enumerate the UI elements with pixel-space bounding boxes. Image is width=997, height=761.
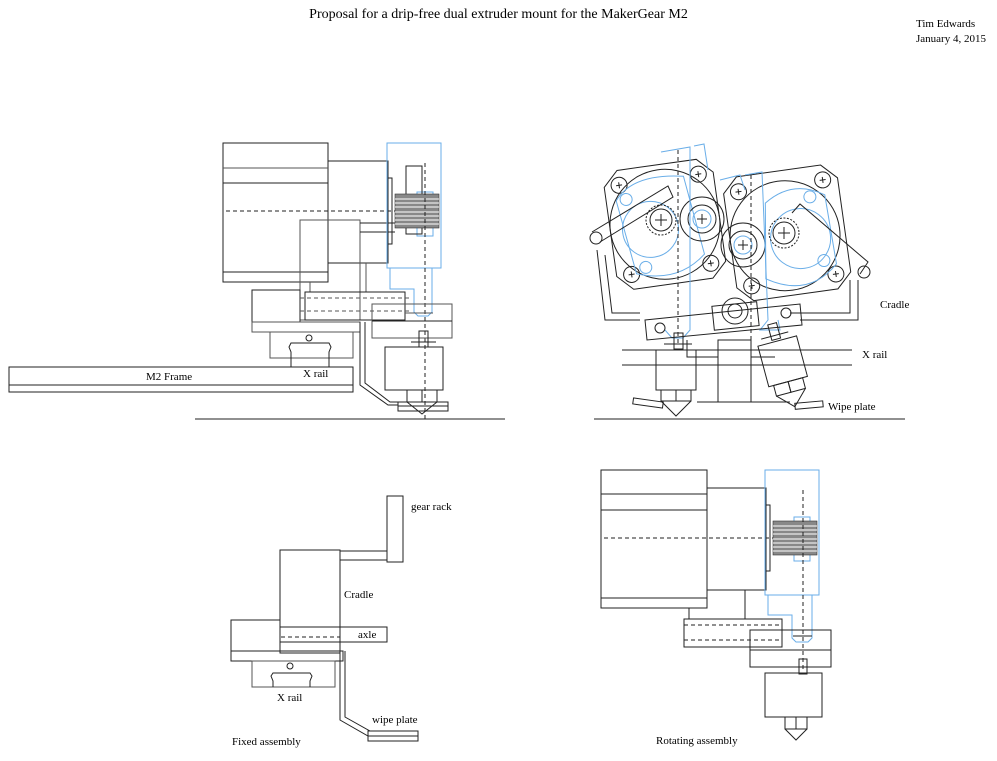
side-rail-label: X rail — [303, 368, 328, 380]
gear-rack — [386, 495, 404, 563]
front-left-pivot — [589, 231, 603, 245]
front-carriage-post — [717, 357, 752, 403]
front-left-idler — [679, 196, 725, 242]
rotating-assembly-caption: Rotating assembly — [656, 735, 738, 747]
author-block: Tim Edwards January 4, 2015 — [916, 17, 986, 47]
m2-frame: M2 Frame X rail — [8, 366, 354, 393]
front-wipe-label: Wipe plate — [828, 401, 876, 413]
gear-rack-label: gear rack — [411, 501, 452, 513]
drawing-title: Proposal for a drip-free dual extruder m… — [309, 7, 688, 22]
front-left-hotend — [632, 332, 697, 417]
side-hotend — [384, 330, 444, 415]
side-extruder-body — [299, 160, 395, 321]
side-blue-bracket — [386, 142, 442, 317]
rot-motor — [600, 469, 790, 609]
front-carriage — [686, 339, 775, 358]
fixed-wipe-plate — [367, 730, 419, 742]
side-rail-carriage — [269, 331, 354, 367]
front-left-arm — [591, 185, 674, 243]
fixed-assembly: gear rack Cradle axle X rail wipe plate … — [230, 495, 452, 748]
fixed-axle — [279, 626, 388, 643]
fixed-assembly-caption: Fixed assembly — [232, 736, 301, 748]
rotating-assembly: Rotating assembly — [600, 469, 832, 747]
fixed-cradle — [279, 549, 341, 654]
front-right-idler — [720, 222, 766, 268]
front-right-arm — [791, 203, 869, 275]
rot-drive-gear — [765, 490, 818, 672]
fixed-rail-label: X rail — [277, 692, 302, 704]
author-name: Tim Edwards — [916, 18, 976, 30]
front-right-wipe — [794, 400, 824, 410]
front-left-extruder — [603, 158, 727, 290]
front-right-pivot — [857, 265, 871, 279]
front-tilt-bar — [644, 297, 803, 341]
side-wipe-arm — [359, 322, 449, 412]
front-right-extruder — [723, 164, 852, 302]
rot-hotend — [764, 658, 823, 741]
front-rail-label: X rail — [862, 349, 887, 361]
rot-blue-bracket — [764, 469, 820, 643]
side-view: M2 Frame X rail — [8, 142, 505, 420]
front-blue-guides — [660, 143, 781, 345]
front-left-gear — [645, 204, 677, 236]
frame-label: M2 Frame — [146, 371, 192, 383]
side-motor — [222, 142, 410, 283]
drawing-date: January 4, 2015 — [916, 33, 986, 45]
rot-axle — [683, 618, 783, 648]
fixed-rail-carriage — [251, 660, 336, 688]
fixed-cradle-label: Cradle — [344, 589, 373, 601]
wipe-plate-label: wipe plate — [372, 714, 418, 726]
axle-label: axle — [358, 629, 376, 641]
front-cradle-label: Cradle — [880, 299, 909, 311]
side-cradle — [251, 289, 453, 339]
side-drive-gear — [387, 163, 440, 420]
front-view: Cradle — [589, 143, 909, 420]
front-cradle: Cradle — [596, 249, 909, 321]
front-right-gear — [768, 217, 800, 249]
